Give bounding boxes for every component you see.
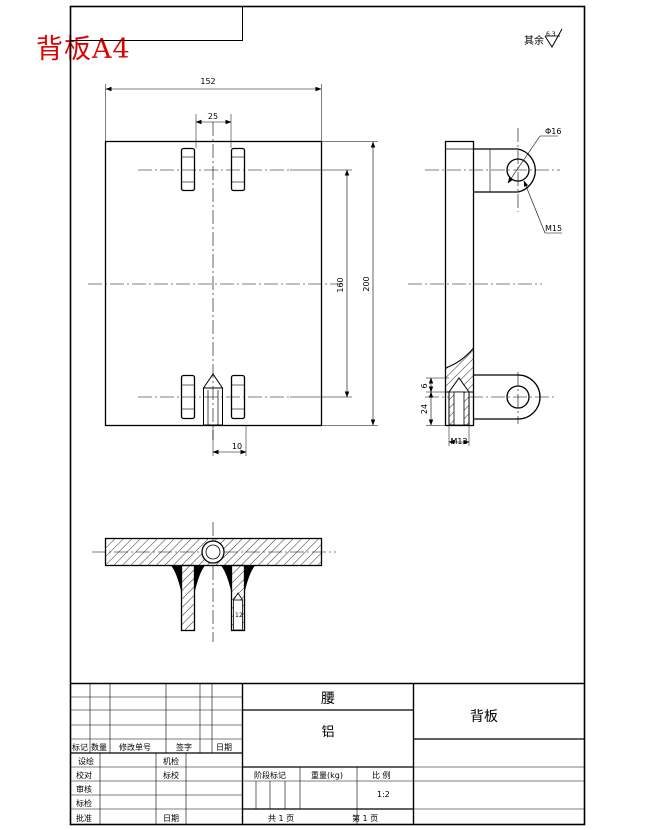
drawing-border [69, 5, 586, 826]
header-mark: 标记 [72, 742, 88, 752]
section-rib-left [180, 564, 196, 632]
header-date: 日期 [216, 743, 232, 752]
scale-label: 比 例 [372, 770, 391, 780]
slot-top-right [230, 147, 246, 192]
header-change-no: 修改单号 [119, 742, 151, 752]
slot-bottom-right [230, 374, 246, 420]
part-name: 腰 [321, 691, 335, 707]
slot-top-left [180, 147, 196, 192]
header-sign: 签字 [176, 742, 192, 752]
role-check: 校对 [76, 770, 92, 780]
header-qty: 数量 [91, 742, 107, 752]
dim-depth-large: 24 [420, 404, 429, 414]
section-mark-1: 1 [235, 612, 239, 619]
dim-overall-height: 200 [362, 276, 371, 291]
role-review: 审核 [76, 784, 92, 794]
material: 铝 [321, 725, 334, 740]
role-standard-check: 标校 [163, 770, 179, 780]
tapped-hole-front [202, 373, 224, 426]
top-lug-hole [506, 158, 530, 182]
dim-slot-pitch: 25 [208, 112, 218, 121]
side-view: Φ16 M15 6 24 M12 [408, 127, 562, 446]
sheet-number: 第 1 页 [352, 813, 378, 823]
section-mark-2: 2 [239, 612, 243, 619]
front-view-plate [104, 140, 323, 427]
bottom-lug-hole [506, 385, 530, 409]
dim-hole-spacing: 160 [336, 277, 345, 292]
dim-bottom-offset: 10 [232, 442, 242, 451]
role-standard: 标检 [76, 798, 92, 808]
stage-label: 阶段标记 [254, 770, 286, 780]
surface-finish-value: 6.3 [546, 31, 556, 38]
total-sheets: 共 1 页 [268, 814, 294, 823]
dim-depth-small: 6 [420, 383, 429, 388]
role-date: 日期 [163, 814, 179, 823]
role-design: 设绘 [78, 756, 94, 766]
section-view: 1 2 [92, 522, 336, 642]
surface-finish-prefix: 其余 [524, 34, 544, 47]
scale-value: 1:2 [377, 790, 390, 799]
top-lug [473, 148, 536, 193]
weight-label: 重量(kg) [311, 770, 343, 780]
dim-thread-small: M12 [450, 437, 467, 446]
surface-finish-symbol: 其余 6.3 [524, 28, 563, 48]
front-view: 152 25 160 200 10 [88, 77, 378, 456]
dim-hole-dia: Φ16 [545, 127, 561, 136]
title-block [70, 682, 585, 825]
drawing-name: 背板 [470, 709, 498, 725]
role-machine-check: 机检 [163, 756, 179, 766]
role-approve: 批准 [76, 813, 92, 823]
slot-bottom-left [180, 374, 196, 420]
bottom-lug [473, 374, 541, 420]
dim-thread: M15 [545, 224, 562, 233]
top-label-box [70, 6, 243, 41]
title-block-text: 标记 数量 修改单号 签字 日期 设绘 校对 审核 标检 批准 机检 标校 日期… [72, 691, 498, 823]
dim-overall-width: 152 [200, 77, 215, 86]
side-view-bar [444, 140, 475, 427]
